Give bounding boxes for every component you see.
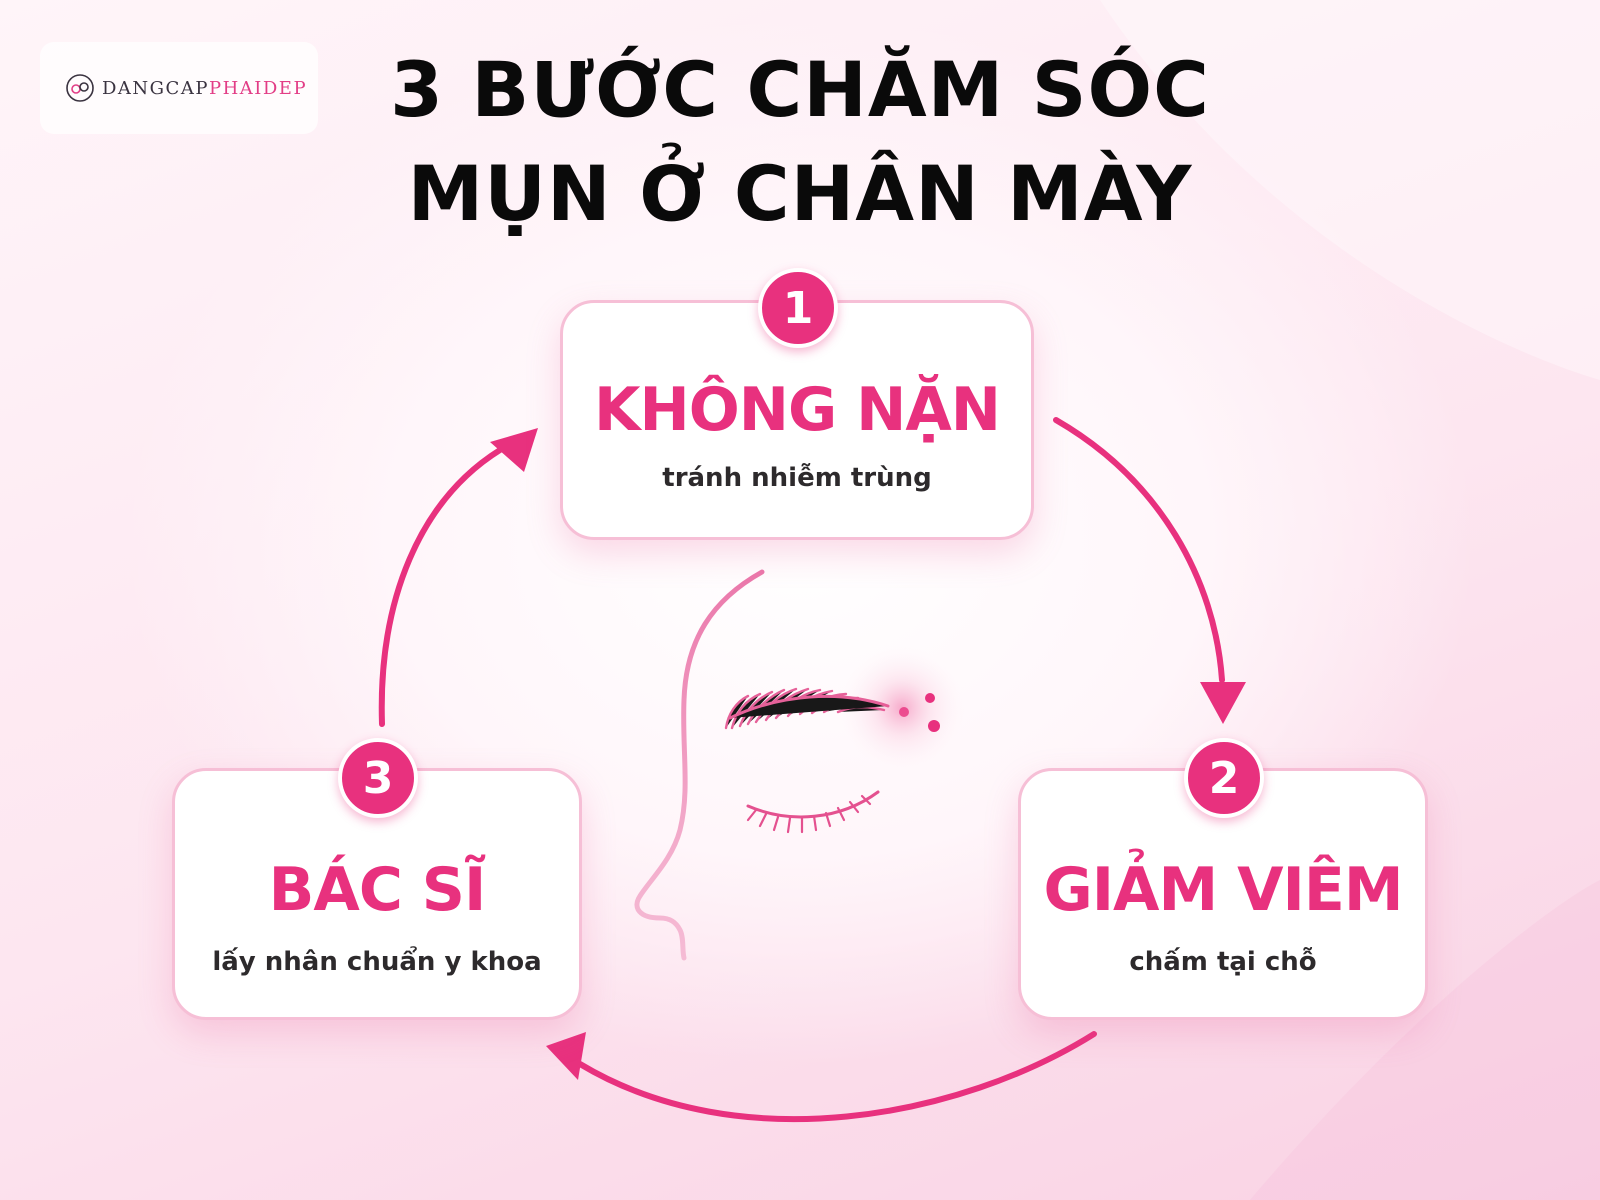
logo-mark-icon [66, 74, 94, 102]
cycle-arrow-icon-1-to-2 [1053, 417, 1246, 724]
face-profile-eyebrow-acne-icon [634, 569, 964, 961]
step-3-number-badge: 3 [338, 738, 418, 818]
step-1-number-badge: 1 [758, 268, 838, 348]
step-1-subtext: tránh nhiễm trùng [662, 463, 932, 493]
cycle-arrow-icon-2-to-3 [546, 1031, 1097, 1123]
cycle-arrow-icon-3-to-1 [378, 428, 538, 727]
step-2-number-badge: 2 [1184, 738, 1264, 818]
title-line-1: 3 BƯỚC CHĂM SÓC [390, 45, 1210, 134]
brand-logo: DANGCAPPHAIDEP [40, 42, 318, 134]
step-card-3: BÁC SĨ lấy nhân chuẩn y khoa [172, 768, 582, 1020]
step-2-heading: GIẢM VIÊM [1043, 855, 1403, 925]
step-3-subtext: lấy nhân chuẩn y khoa [212, 947, 542, 977]
step-3-heading: BÁC SĨ [268, 855, 487, 925]
step-1-heading: KHÔNG NẶN [594, 375, 1001, 445]
page-title: 3 BƯỚC CHĂM SÓC MỤN Ở CHÂN MÀY [300, 38, 1300, 246]
step-2-subtext: chấm tại chỗ [1129, 947, 1317, 977]
title-line-2: MỤN Ở CHÂN MÀY [407, 149, 1193, 238]
logo-text: DANGCAPPHAIDEP [102, 77, 308, 99]
